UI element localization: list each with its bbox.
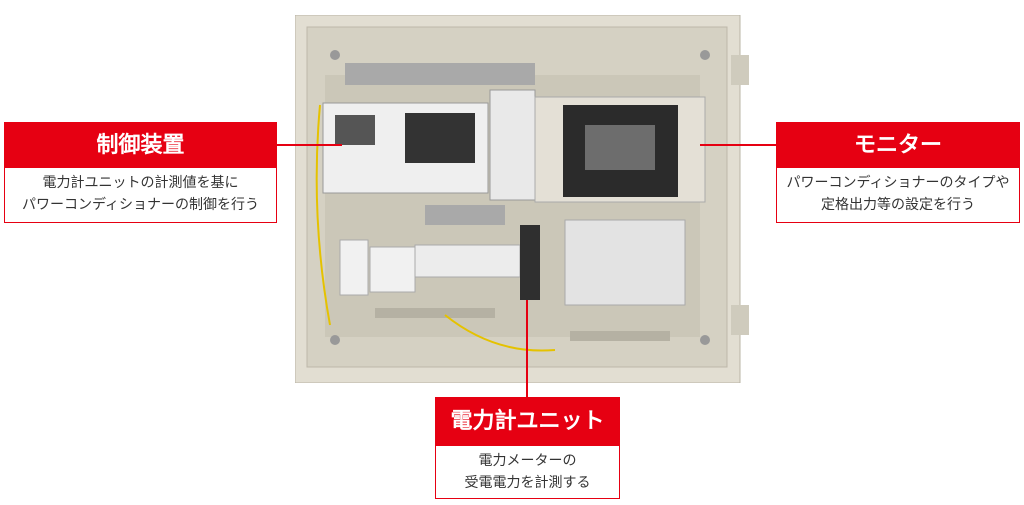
control-panel-photo <box>295 15 749 383</box>
meter-leader-line <box>526 300 528 397</box>
callout-text: パワーコンディショナーのタイプや <box>786 175 1010 191</box>
monitor-callout: モニター パワーコンディショナーのタイプや 定格出力等の設定を行う <box>776 122 1020 223</box>
wire-duct <box>345 63 535 85</box>
control-device-callout: 制御装置 電力計ユニットの計測値を基に パワーコンディショナーの制御を行う <box>4 122 277 223</box>
terminal-block <box>414 244 521 278</box>
callout-text: 受電電力を計測する <box>464 475 591 491</box>
callout-title: 制御装置 <box>5 123 276 168</box>
power-meter-unit <box>520 225 540 300</box>
callout-text: 電力メーターの <box>478 453 577 469</box>
control-leader-line <box>276 144 342 146</box>
callout-text: 電力計ユニットの計測値を基に <box>42 175 239 191</box>
monitor-leader-line <box>700 144 776 146</box>
callout-text: パワーコンディショナーの制御を行う <box>21 197 260 213</box>
callout-text: 定格出力等の設定を行う <box>821 197 975 213</box>
callout-title: 電力計ユニット <box>436 398 619 446</box>
power-meter-callout: 電力計ユニット 電力メーターの 受電電力を計測する <box>435 397 620 499</box>
callout-title: モニター <box>777 123 1019 168</box>
